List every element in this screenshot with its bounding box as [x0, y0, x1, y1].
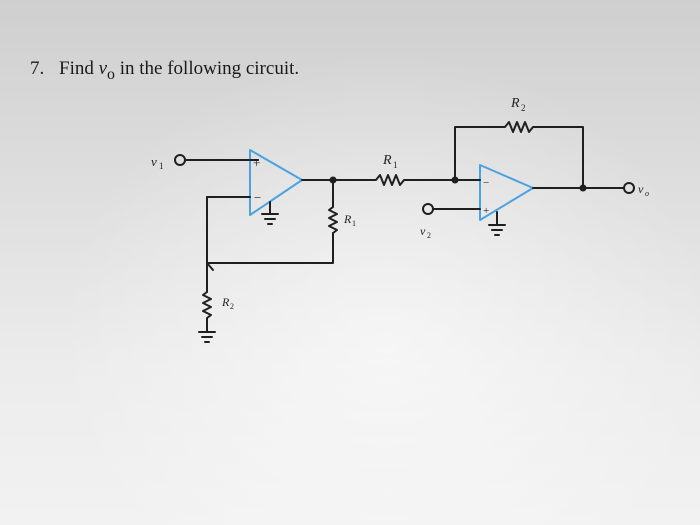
v1-label: v [151, 154, 157, 169]
problem-statement: 7. Find vo in the following circuit. [30, 58, 299, 84]
node-output [579, 184, 587, 192]
v2-label: v [420, 224, 426, 238]
r2-ground-icon [198, 331, 216, 343]
r2-feedback-resistor [454, 121, 584, 189]
r2-ground-label: R [221, 295, 230, 309]
opamp1-feedback-loop [206, 196, 334, 264]
opamp2-minus-sign: − [483, 177, 489, 189]
r1-shunt-label: R [343, 212, 352, 226]
r1-shunt-subscript: 1 [352, 219, 356, 228]
v2-terminal [422, 203, 434, 215]
r1-shunt-resistor [328, 179, 338, 234]
vo-label: v [638, 182, 644, 196]
v2-subscript: 2 [427, 231, 431, 240]
opamp1-plus-sign: + [253, 155, 260, 170]
v1-subscript: 1 [159, 161, 164, 171]
opamp1-ground-icon [261, 213, 279, 225]
r1-series-label: R [382, 153, 392, 168]
r1-series-resistor [332, 174, 456, 186]
problem-text-suffix: in the following circuit. [119, 58, 300, 79]
r1-series-subscript: 1 [393, 160, 398, 170]
problem-variable: v [98, 58, 108, 79]
r2-ground-resistor [202, 262, 214, 333]
problem-text-prefix: Find [59, 58, 94, 79]
vo-terminal [623, 182, 635, 194]
problem-variable-subscript: o [107, 65, 115, 83]
r2-feedback-subscript: 2 [521, 103, 526, 113]
opamp2-ground-icon [488, 224, 506, 236]
opamp2-plus-sign: + [483, 205, 489, 217]
vo-subscript: o [645, 189, 649, 198]
r2-ground-subscript: 2 [230, 302, 234, 311]
r2-feedback-label: R [510, 96, 520, 111]
opamp1-minus-sign: − [254, 190, 261, 205]
opamp-1 [249, 149, 303, 216]
problem-number: 7. [30, 58, 45, 79]
v1-terminal [174, 154, 186, 166]
opamp-2 [479, 164, 534, 221]
